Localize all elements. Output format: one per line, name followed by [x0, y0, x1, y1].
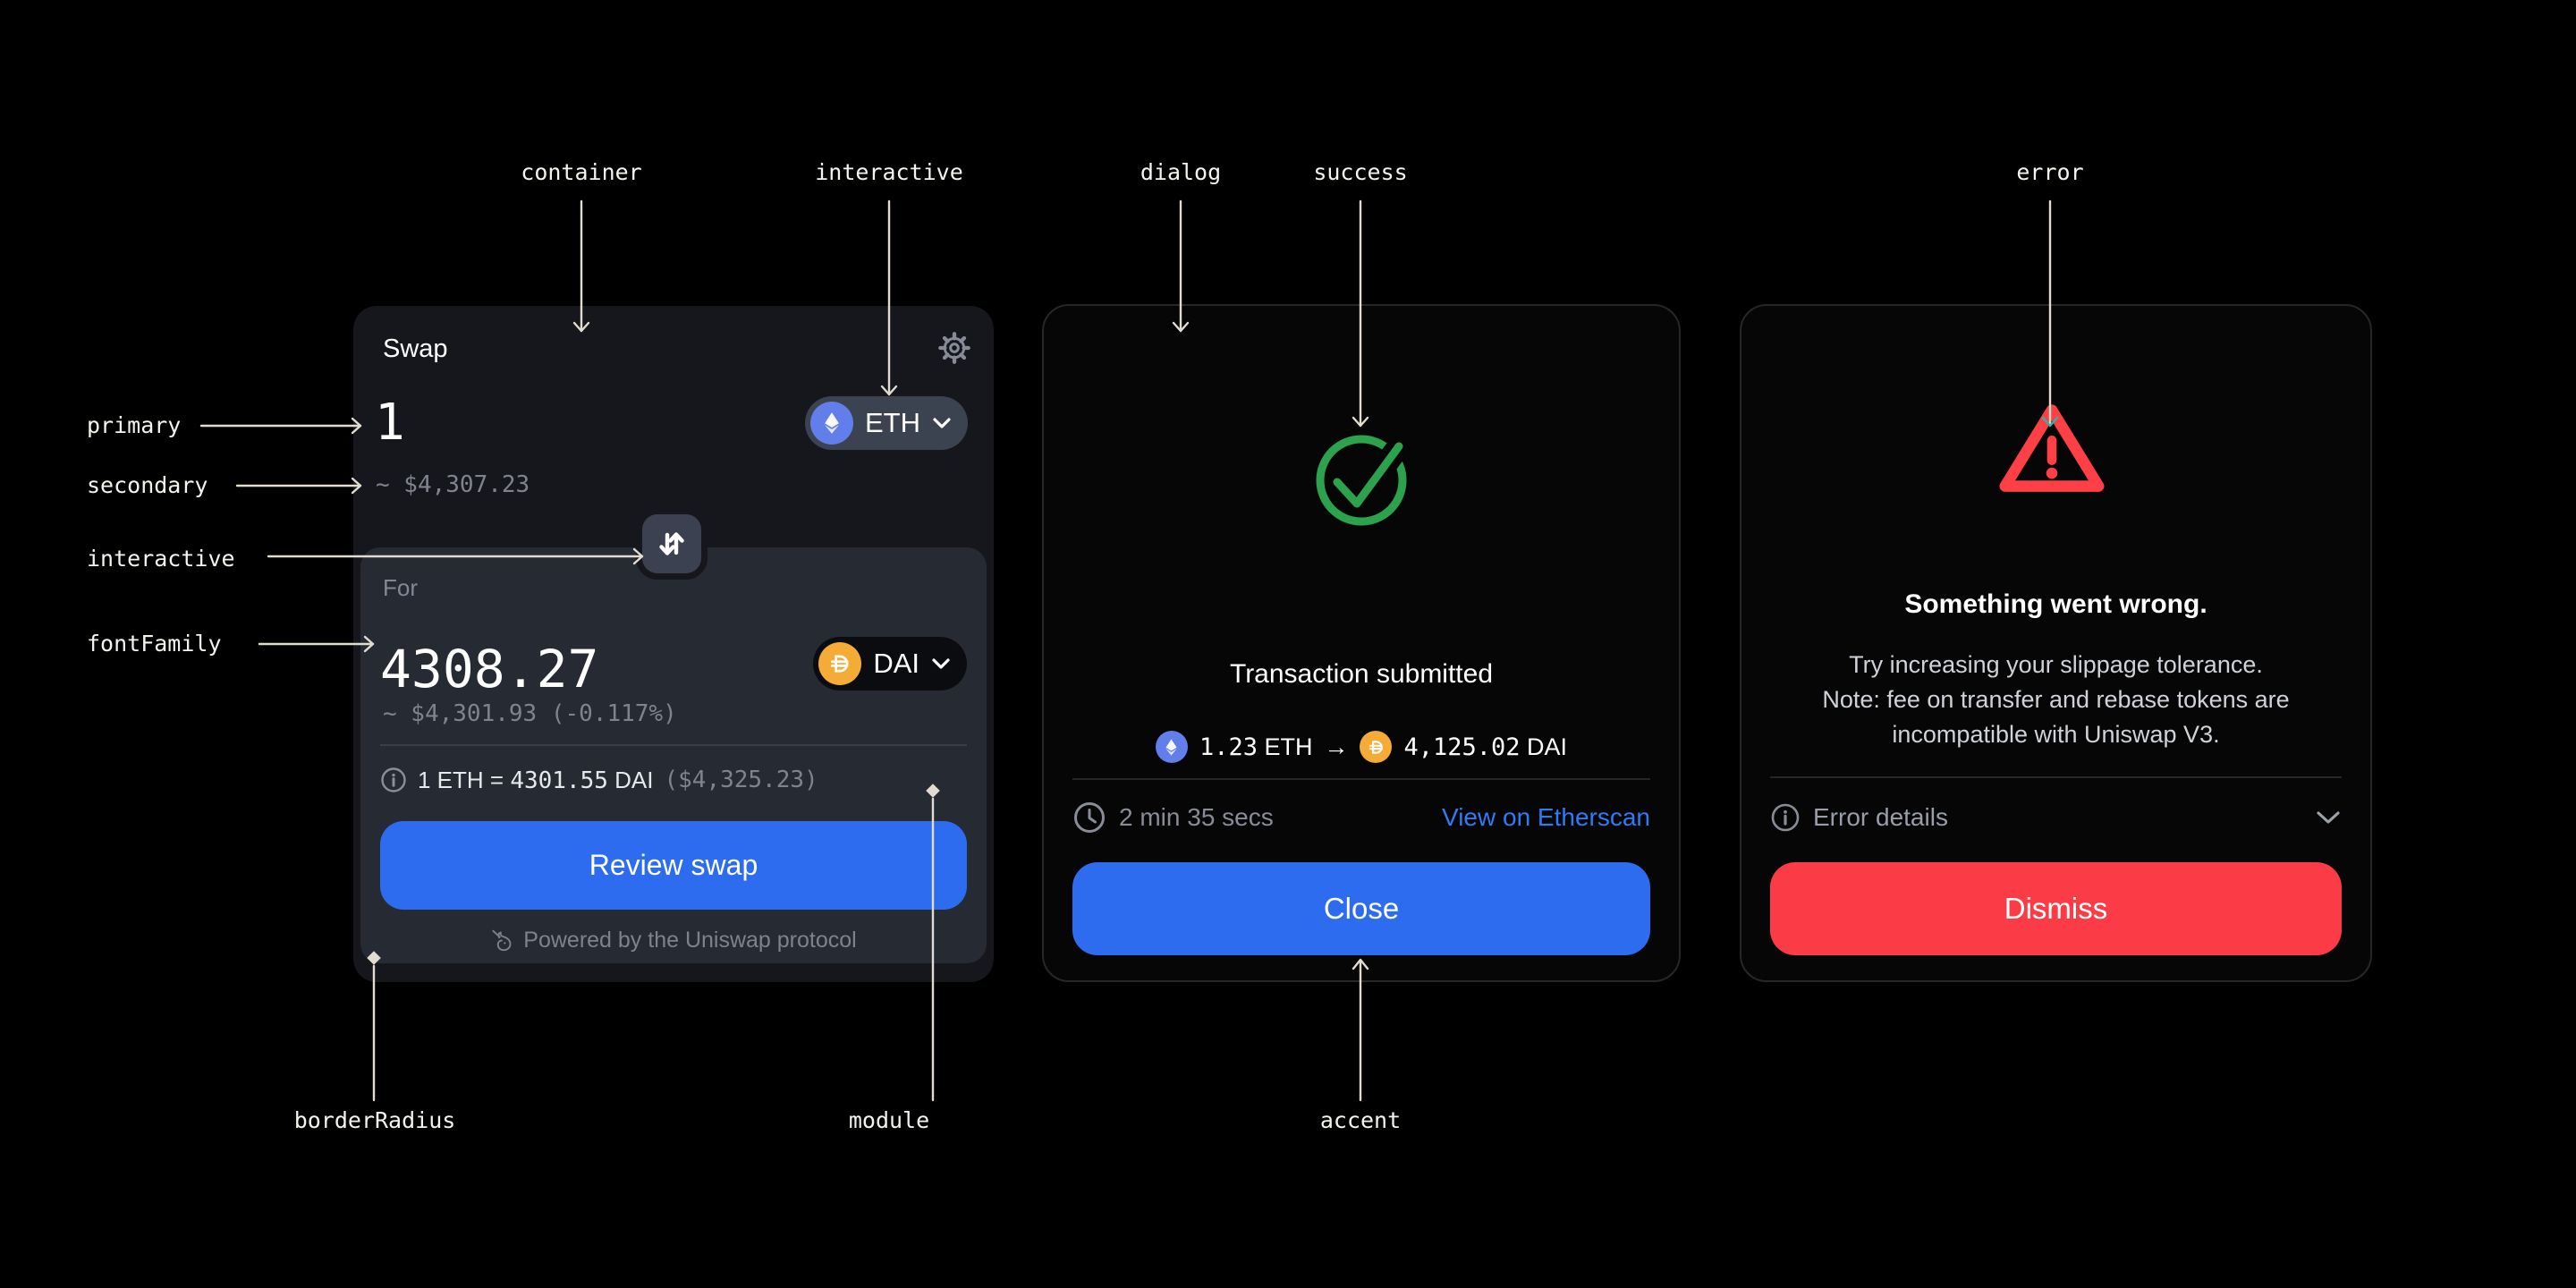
error-body-text: Try increasing your slippage tolerance. …	[1822, 651, 2290, 748]
annotation-success: success	[1313, 159, 1408, 185]
module-divider	[380, 744, 967, 746]
powered-by-text: Powered by the Uniswap protocol	[523, 928, 857, 953]
swap-input-usd-value: ~ $4,307.23	[376, 471, 530, 498]
dialog-title: Transaction submitted	[1229, 659, 1494, 689]
rate-text: 1 ETH = 4301.55 DAI	[418, 766, 654, 794]
eth-token-icon	[810, 402, 853, 445]
annotation-dialog: dialog	[1140, 159, 1222, 185]
tx-to-amount: 4,125.02 DAI	[1403, 733, 1568, 761]
rate-usd-value: ($4,325.23)	[664, 767, 818, 793]
swap-direction-button[interactable]	[636, 508, 708, 580]
close-button[interactable]: Close	[1072, 862, 1650, 955]
dismiss-button[interactable]: Dismiss	[1770, 862, 2342, 955]
annotation-container: container	[521, 159, 642, 185]
annotation-error: error	[2016, 159, 2084, 185]
transaction-summary-row: 1.23 ETH → 4,125.02 DAI	[1044, 729, 1679, 765]
warning-triangle-icon	[1994, 397, 2110, 501]
transaction-dialog-card: Transaction submitted 1.23 ETH → 4,125.0…	[1042, 304, 1681, 982]
eth-token-icon	[1155, 731, 1188, 763]
swap-output-usd-value: ~ $4,301.93 (-0.117%)	[383, 700, 677, 727]
tx-arrow: →	[1324, 733, 1349, 760]
dialog-divider	[1072, 778, 1650, 780]
dai-token-icon	[1360, 731, 1393, 763]
swap-arrows-icon	[659, 532, 684, 555]
output-field-label: For	[383, 574, 418, 601]
error-dialog-card: Something went wrong. Try increasing you…	[1740, 304, 2372, 982]
error-details-toggle[interactable]: Error details	[1770, 800, 2342, 835]
error-divider	[1770, 776, 2342, 778]
dialog-footer-row: 2 min 35 secs View on Etherscan	[1072, 800, 1650, 835]
success-check-icon	[1309, 425, 1417, 532]
elapsed-time-text: 2 min 35 secs	[1119, 803, 1274, 831]
chevron-down-icon	[2317, 811, 2340, 824]
input-token-selector[interactable]: ETH	[805, 396, 968, 450]
review-swap-button[interactable]: Review swap	[380, 821, 967, 910]
powered-by-footer: Powered by the Uniswap protocol	[360, 928, 987, 953]
annotation-borderradius: borderRadius	[293, 1107, 456, 1133]
error-title: Something went wrong.	[1904, 589, 2207, 619]
input-token-label: ETH	[865, 407, 920, 438]
annotation-accent: accent	[1319, 1107, 1402, 1133]
swap-card-title: Swap	[383, 335, 448, 363]
swap-output-amount[interactable]: 4308.27	[380, 639, 599, 699]
annotation-module: module	[848, 1107, 930, 1133]
annotation-primary: primary	[87, 412, 182, 438]
exchange-rate-row[interactable]: 1 ETH = 4301.55 DAI ($4,325.23)	[380, 764, 967, 796]
annotation-secondary: secondary	[87, 472, 208, 498]
elapsed-time: 2 min 35 secs	[1072, 801, 1274, 835]
annotation-interactive-top: interactive	[815, 159, 963, 185]
output-token-selector[interactable]: DAI	[813, 637, 967, 691]
swap-input-amount[interactable]: 1	[375, 394, 405, 452]
uniswap-unicorn-icon	[492, 929, 512, 952]
clock-icon	[1074, 802, 1105, 833]
settings-gear-icon[interactable]	[936, 330, 972, 366]
swap-output-module: For 4308.27 DAI ~ $4,301.93 (-0.117%)	[360, 547, 987, 963]
error-details-label: Error details	[1813, 803, 1948, 831]
chevron-down-icon	[933, 418, 951, 428]
swap-card: Swap 1 ETH	[353, 306, 994, 982]
output-token-label: DAI	[873, 648, 919, 679]
dai-token-icon	[818, 642, 862, 685]
info-icon	[381, 767, 406, 792]
view-on-etherscan-link[interactable]: View on Etherscan	[1442, 803, 1650, 831]
info-icon	[1771, 803, 1800, 832]
annotation-interactive-left: interactive	[87, 546, 235, 572]
annotation-fontfamily: fontFamily	[87, 631, 222, 657]
chevron-down-icon	[932, 658, 950, 669]
tx-from-amount: 1.23 ETH	[1199, 733, 1313, 761]
